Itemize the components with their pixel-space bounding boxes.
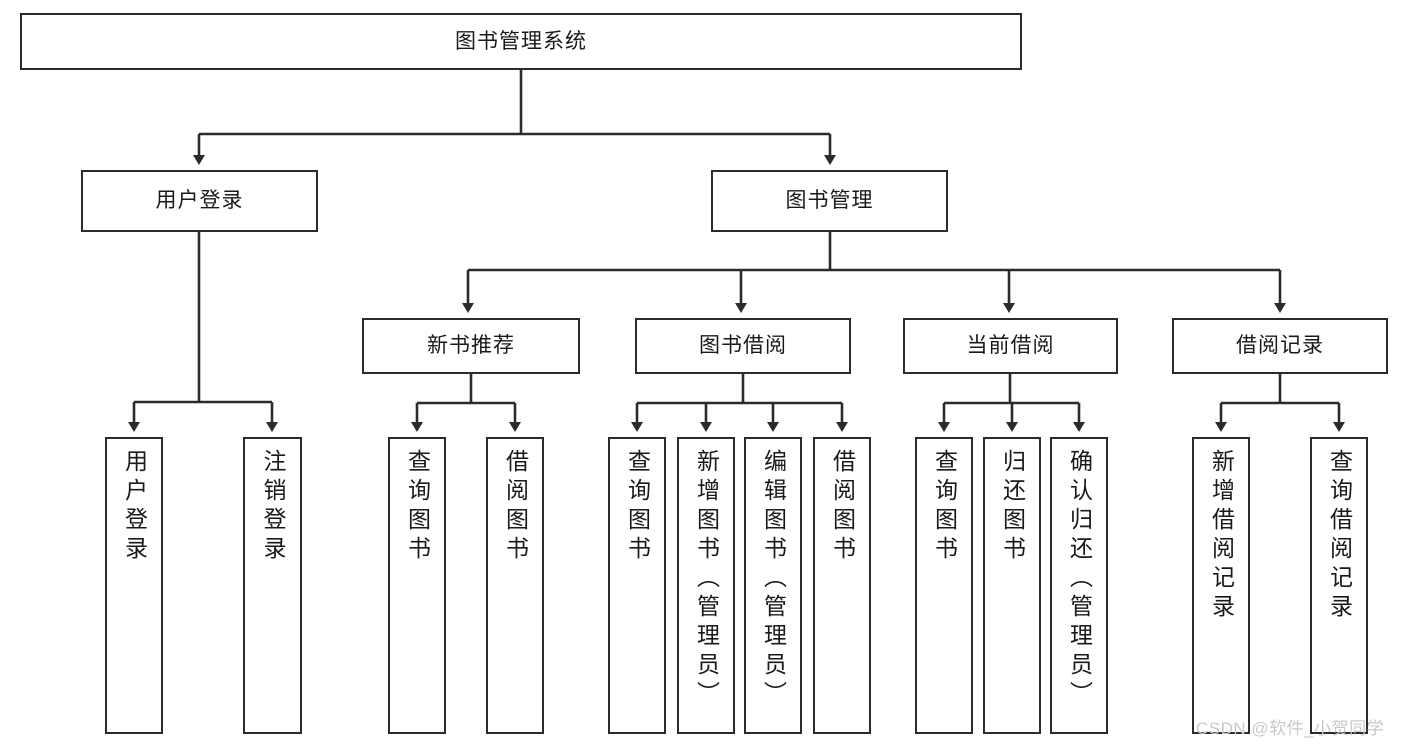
- node-book-borrow[interactable]: 图书借阅: [635, 318, 851, 374]
- node-leaf-query-book-1[interactable]: 查询图书: [388, 437, 446, 734]
- node-leaf-return-book[interactable]: 归还图书: [983, 437, 1041, 734]
- node-leaf-borrow-book-2[interactable]: 借阅图书: [813, 437, 871, 734]
- node-leaf-borrow-book-2-label: 借阅图书: [829, 449, 856, 565]
- node-leaf-add-book-admin[interactable]: 新增图书（管理员）: [677, 437, 735, 734]
- node-leaf-edit-book-admin-label: 编辑图书（管理员）: [760, 449, 787, 710]
- node-book-borrow-label: 图书借阅: [699, 334, 787, 358]
- node-leaf-add-record-label: 新增借阅记录: [1208, 449, 1235, 623]
- node-leaf-query-book-2[interactable]: 查询图书: [608, 437, 666, 734]
- node-user-login-label: 用户登录: [155, 189, 244, 213]
- node-user-login[interactable]: 用户登录: [81, 170, 318, 232]
- node-leaf-return-book-label: 归还图书: [999, 449, 1026, 565]
- node-leaf-add-book-admin-label: 新增图书（管理员）: [693, 449, 720, 710]
- node-leaf-query-book-2-label: 查询图书: [624, 449, 651, 565]
- node-borrow-record[interactable]: 借阅记录: [1172, 318, 1388, 374]
- node-root-label: 图书管理系统: [455, 29, 587, 53]
- node-new-book-recommend-label: 新书推荐: [427, 334, 515, 358]
- node-leaf-edit-book-admin[interactable]: 编辑图书（管理员）: [744, 437, 802, 734]
- node-new-book-recommend[interactable]: 新书推荐: [362, 318, 580, 374]
- node-leaf-add-record[interactable]: 新增借阅记录: [1192, 437, 1250, 734]
- node-leaf-confirm-return[interactable]: 确认归还（管理员）: [1050, 437, 1108, 734]
- node-leaf-user-login-label: 用户登录: [121, 449, 148, 565]
- node-current-borrow-label: 当前借阅: [966, 334, 1055, 358]
- node-leaf-query-record-label: 查询借阅记录: [1326, 449, 1353, 623]
- node-book-manage[interactable]: 图书管理: [711, 170, 948, 232]
- node-leaf-query-book-3-label: 查询图书: [931, 449, 958, 565]
- node-current-borrow[interactable]: 当前借阅: [903, 318, 1118, 374]
- node-leaf-borrow-book-1[interactable]: 借阅图书: [486, 437, 544, 734]
- node-leaf-query-book-3[interactable]: 查询图书: [915, 437, 973, 734]
- node-leaf-user-login[interactable]: 用户登录: [105, 437, 163, 734]
- node-leaf-query-book-1-label: 查询图书: [404, 449, 431, 565]
- node-root[interactable]: 图书管理系统: [20, 13, 1022, 70]
- node-borrow-record-label: 借阅记录: [1236, 334, 1324, 358]
- node-leaf-user-logout-label: 注销登录: [260, 449, 286, 565]
- node-leaf-user-logout[interactable]: 注销登录: [243, 437, 302, 734]
- node-leaf-confirm-return-label: 确认归还（管理员）: [1066, 449, 1093, 710]
- node-leaf-borrow-book-1-label: 借阅图书: [502, 449, 529, 565]
- node-leaf-query-record[interactable]: 查询借阅记录: [1310, 437, 1368, 734]
- node-book-manage-label: 图书管理: [785, 189, 874, 213]
